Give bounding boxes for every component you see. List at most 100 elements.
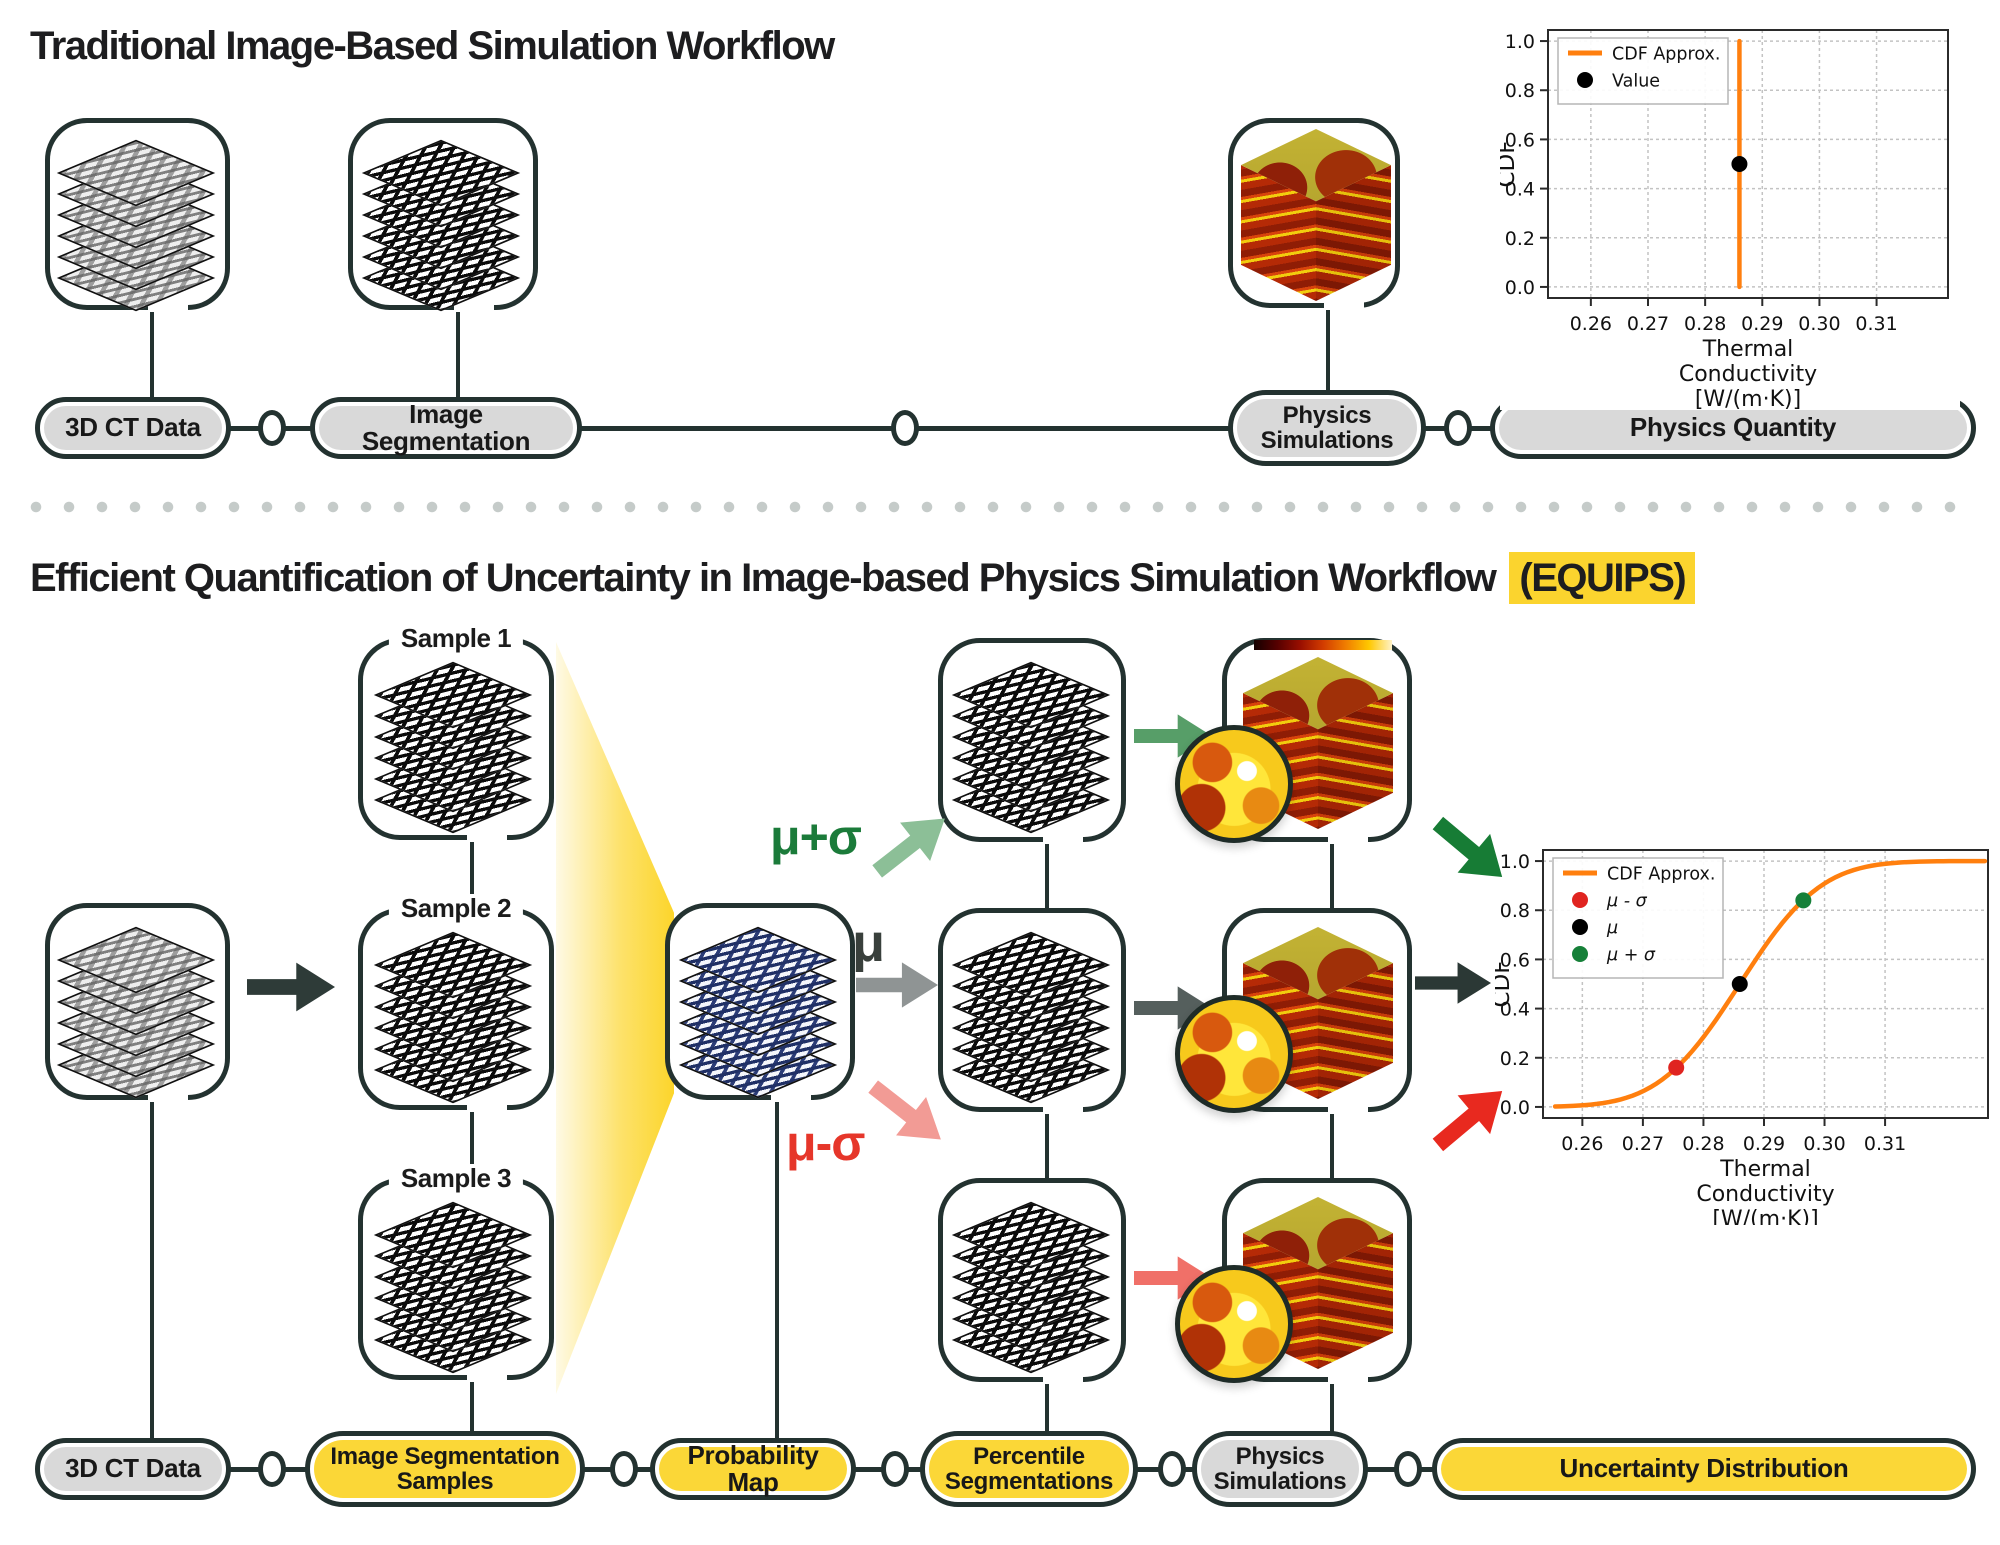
svg-text:1.0: 1.0 — [1505, 31, 1535, 53]
label-mu: μ — [852, 913, 885, 973]
heatmap-inset-minus — [1175, 1265, 1293, 1383]
slice-stack-percentile — [951, 909, 1111, 1105]
svg-text:Conductivity: Conductivity — [1679, 362, 1817, 387]
pill-3d-ct-data: 3D CT Data — [35, 397, 231, 459]
border-notch — [467, 1373, 508, 1382]
svg-text:0.26: 0.26 — [1561, 1133, 1603, 1155]
svg-text:0.4: 0.4 — [1500, 999, 1530, 1021]
pill-label: 3D CT Data — [44, 1447, 222, 1491]
slice-stack-sample — [373, 909, 533, 1105]
connector-line — [470, 1108, 474, 1180]
pipeline-node — [891, 410, 919, 446]
border-notch — [148, 303, 188, 312]
svg-text:0.4: 0.4 — [1505, 179, 1535, 201]
arrow-result-mean — [1415, 960, 1491, 1006]
svg-text:0.30: 0.30 — [1798, 313, 1840, 335]
svg-text:0.8: 0.8 — [1505, 80, 1535, 102]
connector-line — [1326, 306, 1330, 400]
workflow-line-traditional — [130, 426, 1830, 431]
sample-label: Sample 3 — [388, 1163, 524, 1194]
pill-label: Image Segmentation — [319, 400, 573, 455]
svg-text:0.29: 0.29 — [1741, 313, 1783, 335]
pill-label: Uncertainty Distribution — [1441, 1447, 1967, 1491]
equips-title: Efficient Quantification of Uncertainty … — [30, 552, 1696, 604]
pill-label: Physics Simulations — [1237, 399, 1417, 457]
pill-label: Probability Map — [659, 1441, 847, 1496]
heatmap-inset-plus — [1175, 725, 1293, 843]
connector-line — [470, 838, 474, 910]
box-ct-volume — [45, 117, 230, 313]
pill-physics-simulations: Physics Simulations — [1228, 390, 1426, 466]
border-notch — [148, 1093, 188, 1102]
slice-stack-ct — [56, 904, 216, 1100]
sample-label: Sample 2 — [388, 893, 524, 924]
border-notch — [1042, 1375, 1083, 1384]
equips-title-text: Efficient Quantification of Uncertainty … — [30, 556, 1497, 600]
svg-text:CDF Approx.: CDF Approx. — [1612, 45, 1720, 65]
pipeline-node — [258, 1451, 286, 1487]
pipeline-node — [258, 410, 286, 446]
svg-text:Conductivity: Conductivity — [1696, 1182, 1834, 1207]
connector-line — [1045, 1380, 1049, 1434]
border-notch — [1327, 835, 1368, 844]
svg-text:0.31: 0.31 — [1855, 313, 1897, 335]
label-mu-plus-sigma: μ+σ — [770, 809, 862, 865]
heatmap-inset-mean — [1175, 995, 1293, 1113]
pill-probability-map: Probability Map — [650, 1438, 856, 1500]
border-notch — [1327, 1375, 1368, 1384]
svg-text:0.28: 0.28 — [1682, 1133, 1724, 1155]
arrow-result-minus — [1420, 1070, 1520, 1167]
arrow-generate-samples — [247, 960, 335, 1014]
svg-text:Thermal: Thermal — [1719, 1157, 1811, 1182]
connector-line — [1330, 840, 1334, 910]
border-notch — [1327, 1105, 1368, 1114]
traditional-title: Traditional Image-Based Simulation Workf… — [30, 24, 835, 68]
box-percentile-minus — [938, 1178, 1126, 1384]
equips-acronym-badge: (EQUIPS) — [1509, 552, 1696, 604]
box-percentile-mean — [938, 908, 1126, 1114]
box-ct-volume-equips — [45, 903, 230, 1102]
pill-label: 3D CT Data — [44, 406, 222, 450]
svg-text:CDF Approx.: CDF Approx. — [1607, 865, 1715, 885]
border-notch — [1323, 301, 1364, 310]
slice-stack-segmentation — [361, 117, 521, 313]
pipeline-node — [610, 1451, 638, 1487]
svg-text:μ + σ: μ + σ — [1606, 946, 1656, 966]
connector-line — [1330, 1110, 1334, 1180]
slice-stack-ct — [56, 117, 216, 313]
box-sample-1: Sample 1 — [358, 623, 554, 842]
svg-text:0.2: 0.2 — [1505, 228, 1535, 250]
svg-text:0.28: 0.28 — [1684, 313, 1726, 335]
connector-line — [775, 1100, 779, 1440]
pill-label: Physics Quantity — [1499, 406, 1967, 450]
pipeline-node — [1444, 410, 1472, 446]
slice-stack-sample — [373, 1179, 533, 1375]
svg-text:[W/(m·K)]: [W/(m·K)] — [1695, 387, 1801, 410]
pill-label: Physics Simulations — [1201, 1440, 1359, 1498]
section-separator — [30, 500, 1970, 514]
box-sample-2: Sample 2 — [358, 893, 554, 1112]
svg-text:0.27: 0.27 — [1627, 313, 1669, 335]
svg-text:μ: μ — [1606, 919, 1618, 939]
simulation-cube — [1241, 129, 1391, 301]
svg-text:Value: Value — [1612, 72, 1660, 92]
slice-stack-percentile — [951, 1179, 1111, 1375]
svg-text:CDF: CDF — [1495, 961, 1515, 1008]
slice-stack-probability — [678, 904, 838, 1100]
border-notch — [453, 303, 494, 312]
connector-line — [1045, 840, 1049, 910]
svg-text:μ - σ: μ - σ — [1606, 892, 1648, 912]
pipeline-node — [1158, 1451, 1186, 1487]
pill-3d-ct-data-equips: 3D CT Data — [35, 1438, 231, 1500]
border-notch — [467, 1103, 508, 1112]
arrow-mu-plus-sigma — [860, 797, 961, 892]
connector-line — [1330, 1380, 1334, 1434]
pill-percentile-segmentations: Percentile Segmentations — [920, 1431, 1138, 1507]
svg-text:0.0: 0.0 — [1505, 277, 1535, 299]
border-notch — [770, 1093, 811, 1102]
svg-text:0.8: 0.8 — [1500, 900, 1530, 922]
slice-stack-sample — [373, 639, 533, 835]
